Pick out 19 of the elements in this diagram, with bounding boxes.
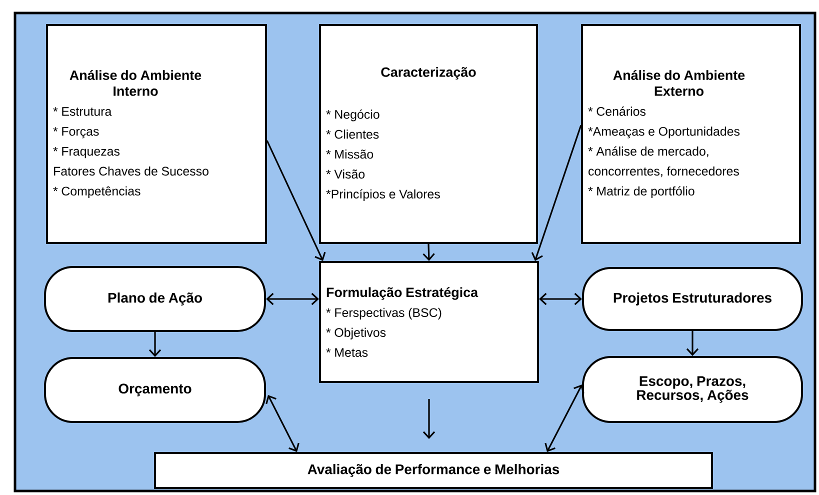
text-box: Análise do Ambiente Interno * Estrutura * Forças * Fraquezas Fatores Chaves de Sucesso * Competências — [46, 24, 267, 244]
arrow — [266, 394, 300, 452]
arrow — [266, 140, 326, 261]
text-box: Caracterização * Negócio * Clientes * Missão * Visão *Princípios e Valores — [319, 24, 538, 244]
arrow — [422, 399, 436, 439]
rounded-box: Escopo, Prazos, Recursos, Ações — [582, 356, 803, 423]
rounded-box: Projetos Estruturadores — [582, 267, 803, 331]
text-box: Análise do Ambiente Externo * Cenários *Ameaças e Oportunidades * Análise de mercado, concorrentes, fornecedores * Matriz de portfólio — [581, 24, 801, 244]
arrow — [266, 292, 319, 306]
rounded-box: Orçamento — [44, 357, 266, 423]
arrow — [544, 384, 584, 452]
arrow — [148, 332, 162, 357]
text-box: Formulação Estratégica * Ferspectivas (BSC) * Objetivos * Metas — [319, 261, 539, 383]
arrow — [422, 244, 435, 261]
arrow — [686, 331, 699, 356]
result-bar: Avaliação de Performance e Melhorias — [154, 452, 713, 489]
arrow — [531, 124, 582, 261]
arrow — [539, 292, 582, 306]
rounded-box: Plano de Ação — [44, 266, 266, 332]
